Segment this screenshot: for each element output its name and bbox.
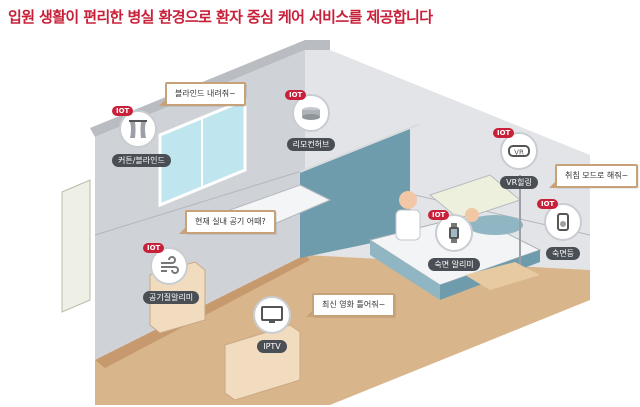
doctor-coat: [395, 209, 421, 241]
device-label: VR힐링: [500, 176, 538, 189]
page-headline: 입원 생활이 편리한 병실 환경으로 환자 중심 케어 서비스를 제공합니다: [8, 8, 433, 26]
iot-remote-hub[interactable]: IOT 리모컨허브: [285, 90, 337, 151]
iot-badge: IOT: [143, 243, 165, 253]
device-label: 공기질알리미: [143, 291, 200, 304]
iot-circle: VR: [500, 132, 538, 170]
iot-circle: [253, 296, 291, 334]
doctor-head: [399, 191, 417, 209]
patient-head: [465, 208, 479, 222]
iot-circle: [292, 94, 330, 132]
iot-badge: IOT: [428, 210, 450, 220]
svg-text:VR: VR: [514, 149, 524, 157]
bubble-text: 최신 영화 틀어줘~: [322, 300, 386, 309]
bubble-text: 현재 실내 공기 어때?: [195, 217, 266, 226]
speech-bubble-movie: 최신 영화 틀어줘~: [305, 293, 396, 317]
device-label: 숙면등: [545, 247, 581, 260]
tv-icon: [261, 306, 283, 323]
device-label: IPTV: [257, 340, 287, 353]
iot-circle: [544, 203, 582, 241]
curtain-icon: [129, 120, 147, 138]
nightstand-right: [465, 262, 540, 290]
iot-circle: [119, 110, 157, 148]
device-label: 리모컨허브: [286, 138, 336, 151]
device-label: 커튼/블라인드: [112, 154, 171, 167]
iot-iptv[interactable]: IPTV: [246, 292, 298, 353]
iot-air-quality[interactable]: IOT 공기질알리미: [143, 243, 200, 304]
privacy-curtain: [300, 128, 410, 258]
patient-body: [467, 215, 523, 235]
remote-hub-icon: [302, 107, 320, 120]
curtain-rail: [299, 123, 421, 173]
iot-sleep-alarm[interactable]: IOT 숙면 알리미: [428, 210, 480, 271]
iot-badge: IOT: [537, 199, 559, 209]
vr-headset-icon: VR: [508, 145, 530, 157]
speech-bubble-sleep-mode: 취침 모드로 해줘~: [548, 164, 639, 188]
sleep-lamp-icon: [557, 213, 569, 231]
iot-sleep-lamp[interactable]: IOT 숙면등: [537, 199, 589, 260]
iot-badge: IOT: [493, 128, 515, 138]
door: [61, 179, 91, 313]
air-quality-icon: [161, 256, 179, 274]
speech-bubble-blind: 블라인드 내려줘~: [159, 82, 246, 106]
iot-circle: [150, 247, 188, 285]
iot-vr-healing[interactable]: IOT VR VR힐링: [493, 128, 545, 189]
iot-badge: IOT: [112, 106, 134, 116]
device-label: 숙면 알리미: [428, 258, 480, 271]
bubble-text: 블라인드 내려줘~: [175, 89, 236, 98]
bed-side: [370, 240, 440, 300]
floor: [95, 255, 590, 405]
bubble-text: 취침 모드로 해줘~: [565, 171, 629, 180]
iot-badge: IOT: [285, 90, 307, 100]
speech-bubble-air-quality: 현재 실내 공기 어때?: [179, 210, 276, 234]
smartwatch-icon: [449, 223, 459, 243]
iot-curtain-blind[interactable]: IOT 커튼/블라인드: [112, 106, 171, 167]
iot-circle: [435, 214, 473, 252]
